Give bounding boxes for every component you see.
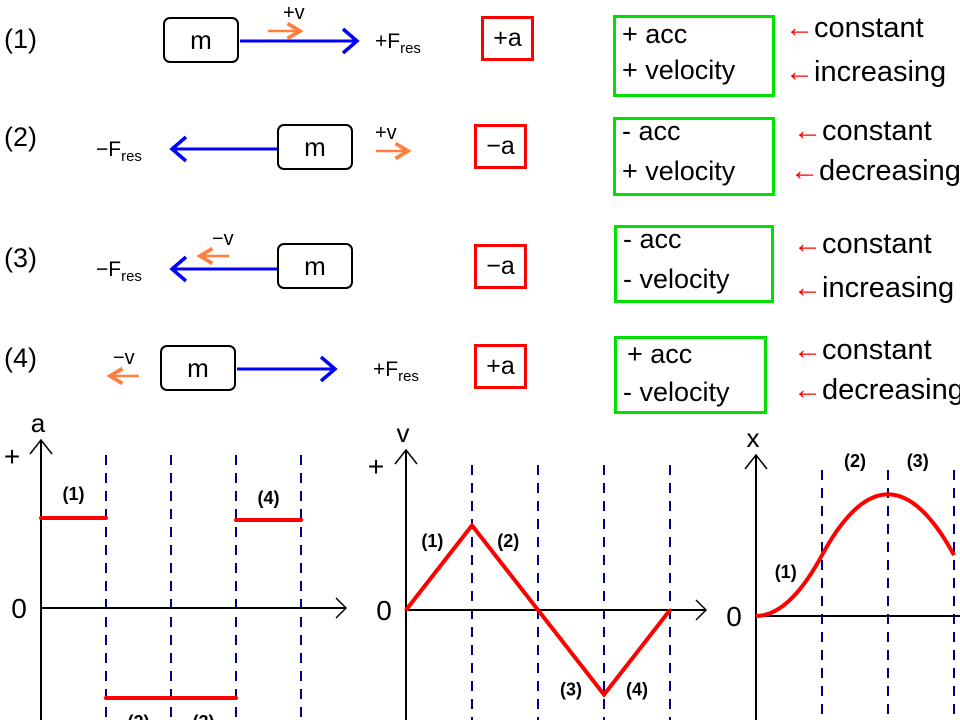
force-label-2: −Fres — [96, 138, 142, 165]
velocity-label-1: +v — [283, 2, 305, 24]
y-tick-zero: 0 — [11, 593, 27, 624]
acc-note-4: ←constant — [793, 334, 932, 366]
segment-label-2: (2) — [497, 531, 519, 551]
segment-label-3: (3) — [193, 712, 215, 720]
acc-sign-4: + acc — [627, 339, 693, 369]
vel-note-2: ←decreasing — [790, 155, 960, 187]
sign-box-1: + acc + velocity — [613, 15, 775, 97]
y-axis-label: a — [31, 410, 46, 438]
vel-sign-4: - velocity — [623, 377, 730, 407]
case-label-3: (3) — [4, 243, 37, 273]
velocity-label-3: −v — [212, 228, 234, 250]
y-tick-plus: + — [4, 441, 20, 472]
case-label-1: (1) — [4, 24, 37, 54]
x-axis-arrow-icon — [695, 599, 708, 621]
acc-note-1: ←constant — [785, 12, 924, 44]
sign-box-3: - acc - velocity — [614, 224, 774, 303]
data-point — [470, 523, 474, 527]
left-arrow-icon: ← — [793, 334, 822, 366]
y-axis-arrow-icon — [29, 438, 53, 455]
sign-box-4: + acc - velocity — [614, 336, 767, 414]
acceleration-box-3: −a — [474, 244, 527, 289]
acc-sign-2: - acc — [622, 116, 681, 146]
force-arrow-4 — [237, 355, 338, 383]
force-arrows-layer — [106, 21, 412, 386]
data-point — [668, 608, 672, 612]
left-arrow-icon: ← — [793, 374, 822, 406]
acc-sign-3: - acc — [623, 224, 682, 254]
y-axis-label: x — [747, 423, 760, 453]
mass-block-2: m — [277, 124, 353, 170]
force-label-1: +Fres — [375, 30, 421, 57]
left-arrow-icon: ← — [793, 115, 822, 147]
data-point — [404, 608, 408, 612]
mass-block-3: m — [277, 243, 353, 289]
segment-label-3: (3) — [907, 451, 929, 471]
acceleration-box-4: +a — [474, 344, 527, 389]
velocity-label-2: +v — [375, 122, 397, 144]
segment-label-2: (2) — [128, 712, 150, 720]
y-axis-label: v — [397, 418, 410, 448]
sign-box-2: - acc + velocity — [613, 116, 775, 196]
acceleration-box-1: +a — [481, 16, 534, 61]
force-label-3: −Fres — [96, 258, 142, 285]
force-arrow-3 — [169, 255, 277, 283]
force-label-4: +Fres — [373, 358, 419, 385]
case-label-4: (4) — [4, 343, 37, 373]
left-arrow-icon: ← — [793, 272, 822, 304]
segment-label-2: (2) — [844, 451, 866, 471]
y-axis-arrow-icon — [394, 448, 418, 465]
left-arrow-icon: ← — [785, 12, 814, 44]
acc-note-2: ←constant — [793, 115, 932, 147]
left-arrow-icon: ← — [793, 228, 822, 260]
left-arrow-icon: ← — [790, 155, 819, 187]
vel-sign-3: - velocity — [623, 264, 730, 294]
segment-label-1: (1) — [775, 562, 797, 582]
case-label-2: (2) — [4, 122, 37, 152]
y-tick-zero: 0 — [376, 595, 392, 626]
acc-note-3: ←constant — [793, 228, 932, 260]
y-axis-arrow-icon — [744, 453, 768, 470]
acc-sign-1: + acc — [622, 19, 688, 49]
y-tick-plus: + — [368, 451, 384, 482]
data-point — [602, 693, 606, 697]
velocity-label-4: −v — [113, 347, 135, 369]
motion-graphs: a 0 + (1) (2) (3) (4) v 0 + (1) (2) (3) (4) x 0 (1) (2) (3… — [4, 410, 960, 720]
x-axis-arrow-icon — [335, 597, 348, 619]
data-point — [536, 608, 540, 612]
mass-block-1: m — [163, 17, 239, 63]
segment-label-4: (4) — [626, 680, 648, 700]
force-arrow-1 — [240, 27, 360, 55]
y-tick-zero: 0 — [726, 601, 742, 632]
mass-block-4: m — [160, 345, 236, 391]
segment-label-4: (4) — [258, 488, 280, 508]
left-arrow-icon: ← — [785, 56, 814, 88]
vel-sign-2: + velocity — [622, 156, 736, 186]
segment-label-3: (3) — [560, 680, 582, 700]
vel-note-1: ←increasing — [785, 56, 947, 88]
acceleration-box-2: −a — [474, 124, 527, 169]
segment-label-1: (1) — [63, 484, 85, 504]
force-arrow-2 — [169, 135, 277, 163]
vel-sign-1: + velocity — [622, 55, 736, 85]
vel-note-3: ←increasing — [793, 272, 955, 304]
vel-note-4: ←decreasing — [793, 374, 960, 406]
segment-label-1: (1) — [421, 531, 443, 551]
position-curve — [755, 492, 956, 618]
